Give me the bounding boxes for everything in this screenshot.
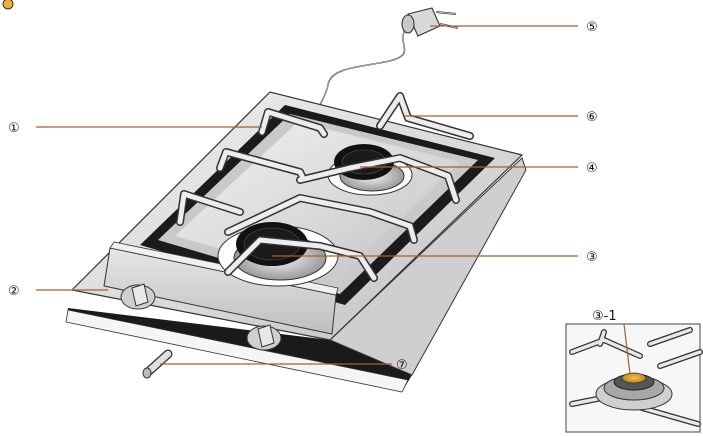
callout-2: ②	[8, 284, 20, 299]
control-knob-left[interactable]	[120, 283, 156, 310]
callout-3: ③	[586, 250, 598, 265]
callout-1: ①	[8, 121, 20, 136]
gas-connector	[142, 349, 173, 379]
pan-support	[176, 92, 474, 282]
leader-lines	[36, 25, 578, 365]
inset-burner-detail	[565, 323, 703, 433]
callout-7: ⑦	[396, 358, 408, 373]
control-knob-right[interactable]	[246, 324, 282, 351]
corner-icon	[2, 0, 14, 10]
callout-4: ④	[586, 161, 598, 176]
callout-5: ⑤	[586, 20, 598, 35]
power-cord	[319, 27, 407, 106]
inset-label: ③-1	[592, 309, 617, 324]
plug-icon	[401, 7, 459, 37]
small-burner	[327, 144, 413, 196]
callout-6: ⑥	[586, 110, 598, 125]
